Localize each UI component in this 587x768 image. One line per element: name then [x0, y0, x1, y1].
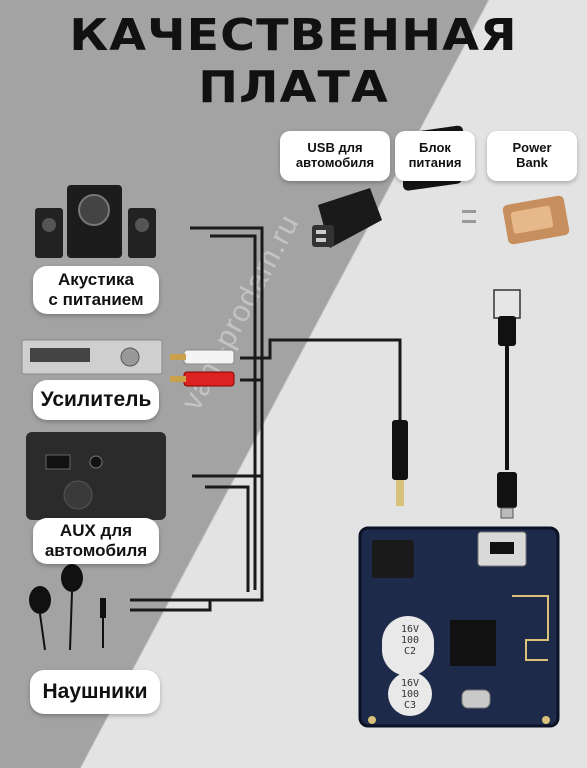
headphones-image [29, 564, 106, 651]
speakers-image [35, 185, 156, 258]
audio-cables [130, 226, 402, 612]
label-power-bank: Power Bank [487, 131, 577, 181]
label-headphones: Наушники [30, 670, 160, 714]
label-power-adapter: Блок питания [395, 131, 475, 181]
cable-speakers [130, 226, 264, 602]
page-title-line1: КАЧЕСТВЕННАЯ [69, 10, 518, 61]
car-aux-image [26, 432, 166, 520]
aux-jack [392, 420, 408, 506]
power-bank-image [502, 195, 570, 245]
usb-cable [493, 289, 521, 519]
car-usb-image [312, 188, 382, 248]
capacitor-1-label: 16V 100 C2 [400, 624, 420, 657]
bluetooth-board [358, 526, 560, 728]
cable-rca [240, 338, 402, 420]
label-amplifier: Усилитель [33, 380, 159, 420]
amplifier-image [21, 339, 163, 375]
label-speakers: Акустика с питанием [33, 266, 159, 314]
label-car-aux: AUX для автомобиля [33, 518, 159, 564]
rca-plugs [170, 349, 235, 387]
cable-headphones [130, 600, 212, 612]
cable-speakers-2 [210, 234, 257, 590]
label-car-usb: USB для автомобиля [280, 131, 390, 181]
page-title-line2: ПЛАТА [198, 62, 389, 113]
capacitor-2-label: 16V 100 C3 [400, 678, 420, 711]
